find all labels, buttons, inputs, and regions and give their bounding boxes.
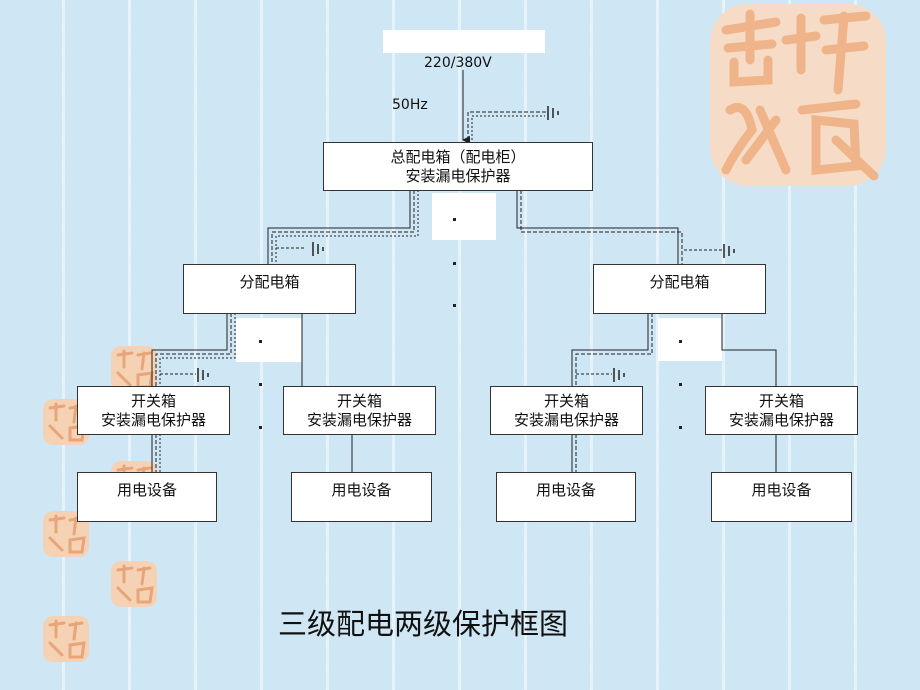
ellipsis-dot — [679, 426, 682, 429]
ellipsis-patch — [432, 193, 496, 240]
distribution-box-label: 分配电箱 — [649, 273, 710, 291]
distribution-box-label: 分配电箱 — [239, 273, 300, 291]
switch-box-1: 开关箱 安装漏电保护器 — [77, 386, 230, 435]
ellipsis-dot — [679, 340, 682, 343]
equipment-box-2: 用电设备 — [291, 472, 432, 522]
switch-box-2: 开关箱 安装漏电保护器 — [283, 386, 436, 435]
seal-logo-small — [43, 616, 89, 662]
switch-box-line1: 开关箱 — [758, 391, 804, 410]
equipment-box-4: 用电设备 — [711, 472, 852, 522]
main-box-line1: 总配电箱（配电柜） — [390, 147, 526, 166]
equipment-label: 用电设备 — [535, 481, 596, 499]
switch-box-line2: 安装漏电保护器 — [306, 410, 412, 429]
main-box-line2: 安装漏电保护器 — [405, 166, 511, 185]
ellipsis-dot — [259, 426, 262, 429]
equipment-label: 用电设备 — [116, 481, 177, 499]
supply-label-patch — [383, 30, 545, 53]
ellipsis-patch — [658, 318, 722, 361]
switch-box-3: 开关箱 安装漏电保护器 — [490, 386, 643, 435]
seal-logo-large — [710, 4, 886, 186]
switch-box-line1: 开关箱 — [130, 391, 176, 410]
equipment-box-1: 用电设备 — [77, 472, 217, 522]
switch-box-line2: 安装漏电保护器 — [513, 410, 619, 429]
switch-box-line2: 安装漏电保护器 — [728, 410, 834, 429]
ellipsis-dot — [259, 340, 262, 343]
switch-box-line2: 安装漏电保护器 — [100, 410, 206, 429]
ellipsis-dot — [259, 383, 262, 386]
ground-symbol — [723, 244, 735, 258]
ground-symbol — [547, 106, 559, 120]
ellipsis-dot — [453, 218, 456, 221]
main-distribution-box: 总配电箱（配电柜） 安装漏电保护器 — [323, 142, 593, 191]
diagram-caption: 三级配电两级保护框图 — [278, 607, 569, 641]
ellipsis-patch — [236, 318, 302, 362]
ground-symbol — [197, 368, 209, 382]
seal-logo-small — [43, 511, 89, 557]
supply-frequency-label: 50Hz — [392, 97, 428, 113]
ellipsis-dot — [453, 304, 456, 307]
seal-logo-small — [111, 346, 157, 392]
switch-box-line1: 开关箱 — [336, 391, 382, 410]
equipment-box-3: 用电设备 — [496, 472, 636, 522]
switch-box-4: 开关箱 安装漏电保护器 — [705, 386, 858, 435]
ellipsis-dot — [679, 383, 682, 386]
equipment-label: 用电设备 — [751, 481, 812, 499]
ground-symbol — [312, 242, 324, 256]
distribution-box-left: 分配电箱 — [183, 264, 356, 314]
switch-box-line1: 开关箱 — [543, 391, 589, 410]
distribution-box-right: 分配电箱 — [593, 264, 766, 314]
equipment-label: 用电设备 — [331, 481, 392, 499]
ellipsis-dot — [453, 262, 456, 265]
ground-symbol — [613, 368, 625, 382]
seal-logo-small — [111, 561, 157, 607]
supply-voltage-label: 220/380V — [424, 55, 492, 71]
